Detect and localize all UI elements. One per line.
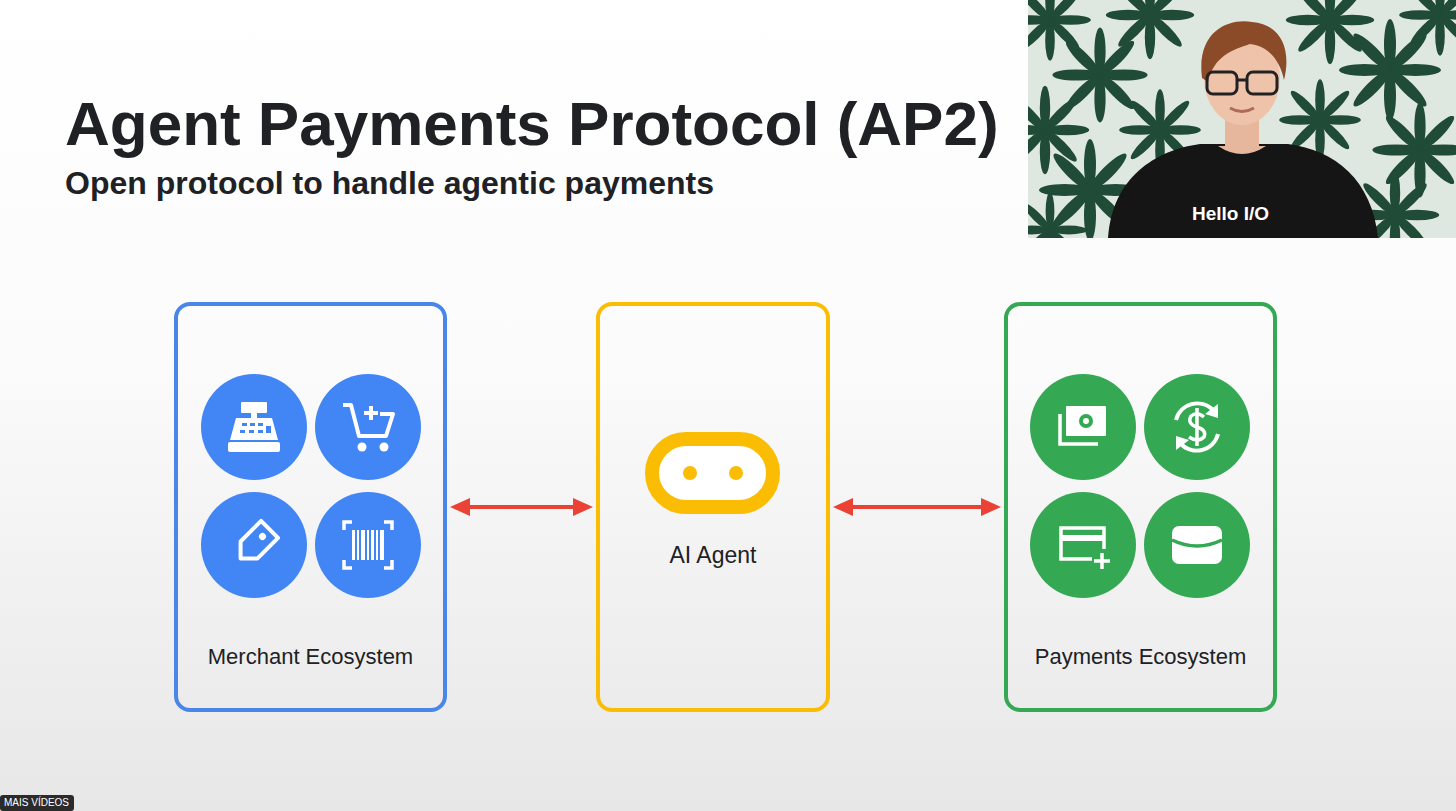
merchant-icons: [201, 374, 307, 480]
webcam-inset: [1028, 0, 1456, 238]
barcode-icon: [361, 530, 365, 560]
wallet-icon: [1172, 526, 1222, 564]
cart-add-icon: [358, 443, 367, 452]
presenter: [1237, 79, 1247, 82]
label-holder: Hello I/O: [1192, 203, 1269, 226]
leaf-pattern: [1372, 102, 1456, 197]
merchant-box: Merchant Ecosystem: [174, 302, 447, 712]
double-arrow: [843, 505, 991, 509]
price-tag-icon: [258, 532, 268, 542]
robot-icon: [652, 439, 773, 507]
currency-exchange-icon: [1176, 436, 1189, 450]
subtitle: Open protocol to handle agentic payments: [65, 164, 714, 202]
overlay-chip: [0, 795, 74, 811]
barcode-icon: [352, 530, 355, 560]
leaf-pattern: [1028, 193, 1087, 238]
node-label: Merchant Ecosystem: [208, 644, 413, 670]
cash-register-icon: [258, 423, 263, 426]
cart-add-icon: [369, 406, 373, 420]
money-icon: [1083, 418, 1089, 424]
add-card-icon: [1061, 535, 1104, 541]
leaf-pattern: [1286, 0, 1374, 64]
robot-icon: [683, 466, 697, 480]
money-icon: [1066, 406, 1106, 436]
leaf-pattern: [1399, 0, 1456, 56]
cash-register-icon: [266, 426, 271, 433]
price-tag-icon: [232, 521, 278, 567]
payments-box: Payments Ecosystem: [1004, 302, 1277, 712]
cart-add-icon: [343, 405, 393, 452]
merchant-icons: [315, 492, 421, 598]
shirt-text: Hello I/O: [1192, 203, 1269, 226]
presenter: [1108, 144, 1378, 238]
barcode-icon: [376, 530, 378, 560]
currency-exchange-icon: [1181, 434, 1218, 451]
diagram-title: Agent Payments Protocol (AP2): [65, 90, 999, 158]
payment-icons: [1144, 492, 1250, 598]
barcode-icon: [357, 530, 359, 560]
currency-exchange-icon: [1195, 408, 1199, 446]
cart-add-icon: [380, 443, 389, 452]
add-card-icon: [1100, 553, 1104, 569]
double-arrow: [460, 505, 583, 509]
cash-register-icon: [242, 423, 247, 426]
cash-register-icon: [228, 402, 280, 452]
merchant-icons: [201, 374, 421, 598]
agent-box: AI Agent: [596, 302, 830, 712]
node-label: Payments Ecosystem: [1035, 644, 1247, 670]
payment-icons: [1030, 492, 1136, 598]
wallet-icon: [1172, 540, 1222, 546]
currency-exchange-icon: [1205, 404, 1218, 418]
leaf-pattern: [1028, 0, 1456, 238]
robot-icon: [652, 439, 773, 507]
cash-register-icon: [249, 430, 254, 433]
presenter: [1218, 146, 1266, 154]
price-tag-icon: [232, 521, 278, 567]
cash-register-icon: [250, 423, 255, 426]
barcode-icon: [371, 530, 374, 560]
merchant-icons: [201, 492, 307, 598]
barcode-icon: [344, 522, 392, 568]
presenter: [1108, 21, 1378, 238]
cash-register-icon: [258, 430, 263, 433]
merchant-icons: [315, 374, 421, 480]
cash-register-icon: [228, 442, 280, 452]
payment-icons: [1030, 374, 1136, 480]
barcode-icon: [380, 530, 384, 560]
overlay-label: MAIS VÍDEOS: [4, 797, 69, 809]
leaf-pattern: [1106, 0, 1194, 59]
label-holder: MAIS VÍDEOS: [4, 797, 69, 809]
cart-add-icon: [343, 405, 393, 436]
payment-icons: [1030, 374, 1250, 598]
add-card-icon: [1061, 528, 1110, 569]
barcode-icon: [367, 530, 369, 560]
node-label: AI Agent: [670, 542, 757, 570]
currency-exchange-icon: [1176, 403, 1218, 450]
cash-register-icon: [251, 412, 257, 418]
wallet-icon: [1172, 526, 1222, 564]
presenter: [1247, 72, 1277, 94]
cash-register-icon: [241, 402, 267, 413]
cash-register-icon: [230, 418, 278, 440]
label-holder: Open protocol to handle agentic payments: [65, 164, 714, 202]
cash-register-icon: [240, 430, 245, 433]
presenter: [1230, 108, 1254, 112]
money-icon: [1060, 406, 1106, 444]
money-icon: [1079, 414, 1093, 428]
robot-icon: [729, 466, 743, 480]
barcode-icon: [344, 522, 392, 568]
presenter: [1207, 72, 1237, 94]
add-card-icon: [1061, 528, 1104, 559]
payment-icons: [1144, 374, 1250, 480]
title-block: Agent Payments Protocol (AP2): [65, 90, 999, 158]
currency-exchange-icon: [1176, 403, 1213, 420]
